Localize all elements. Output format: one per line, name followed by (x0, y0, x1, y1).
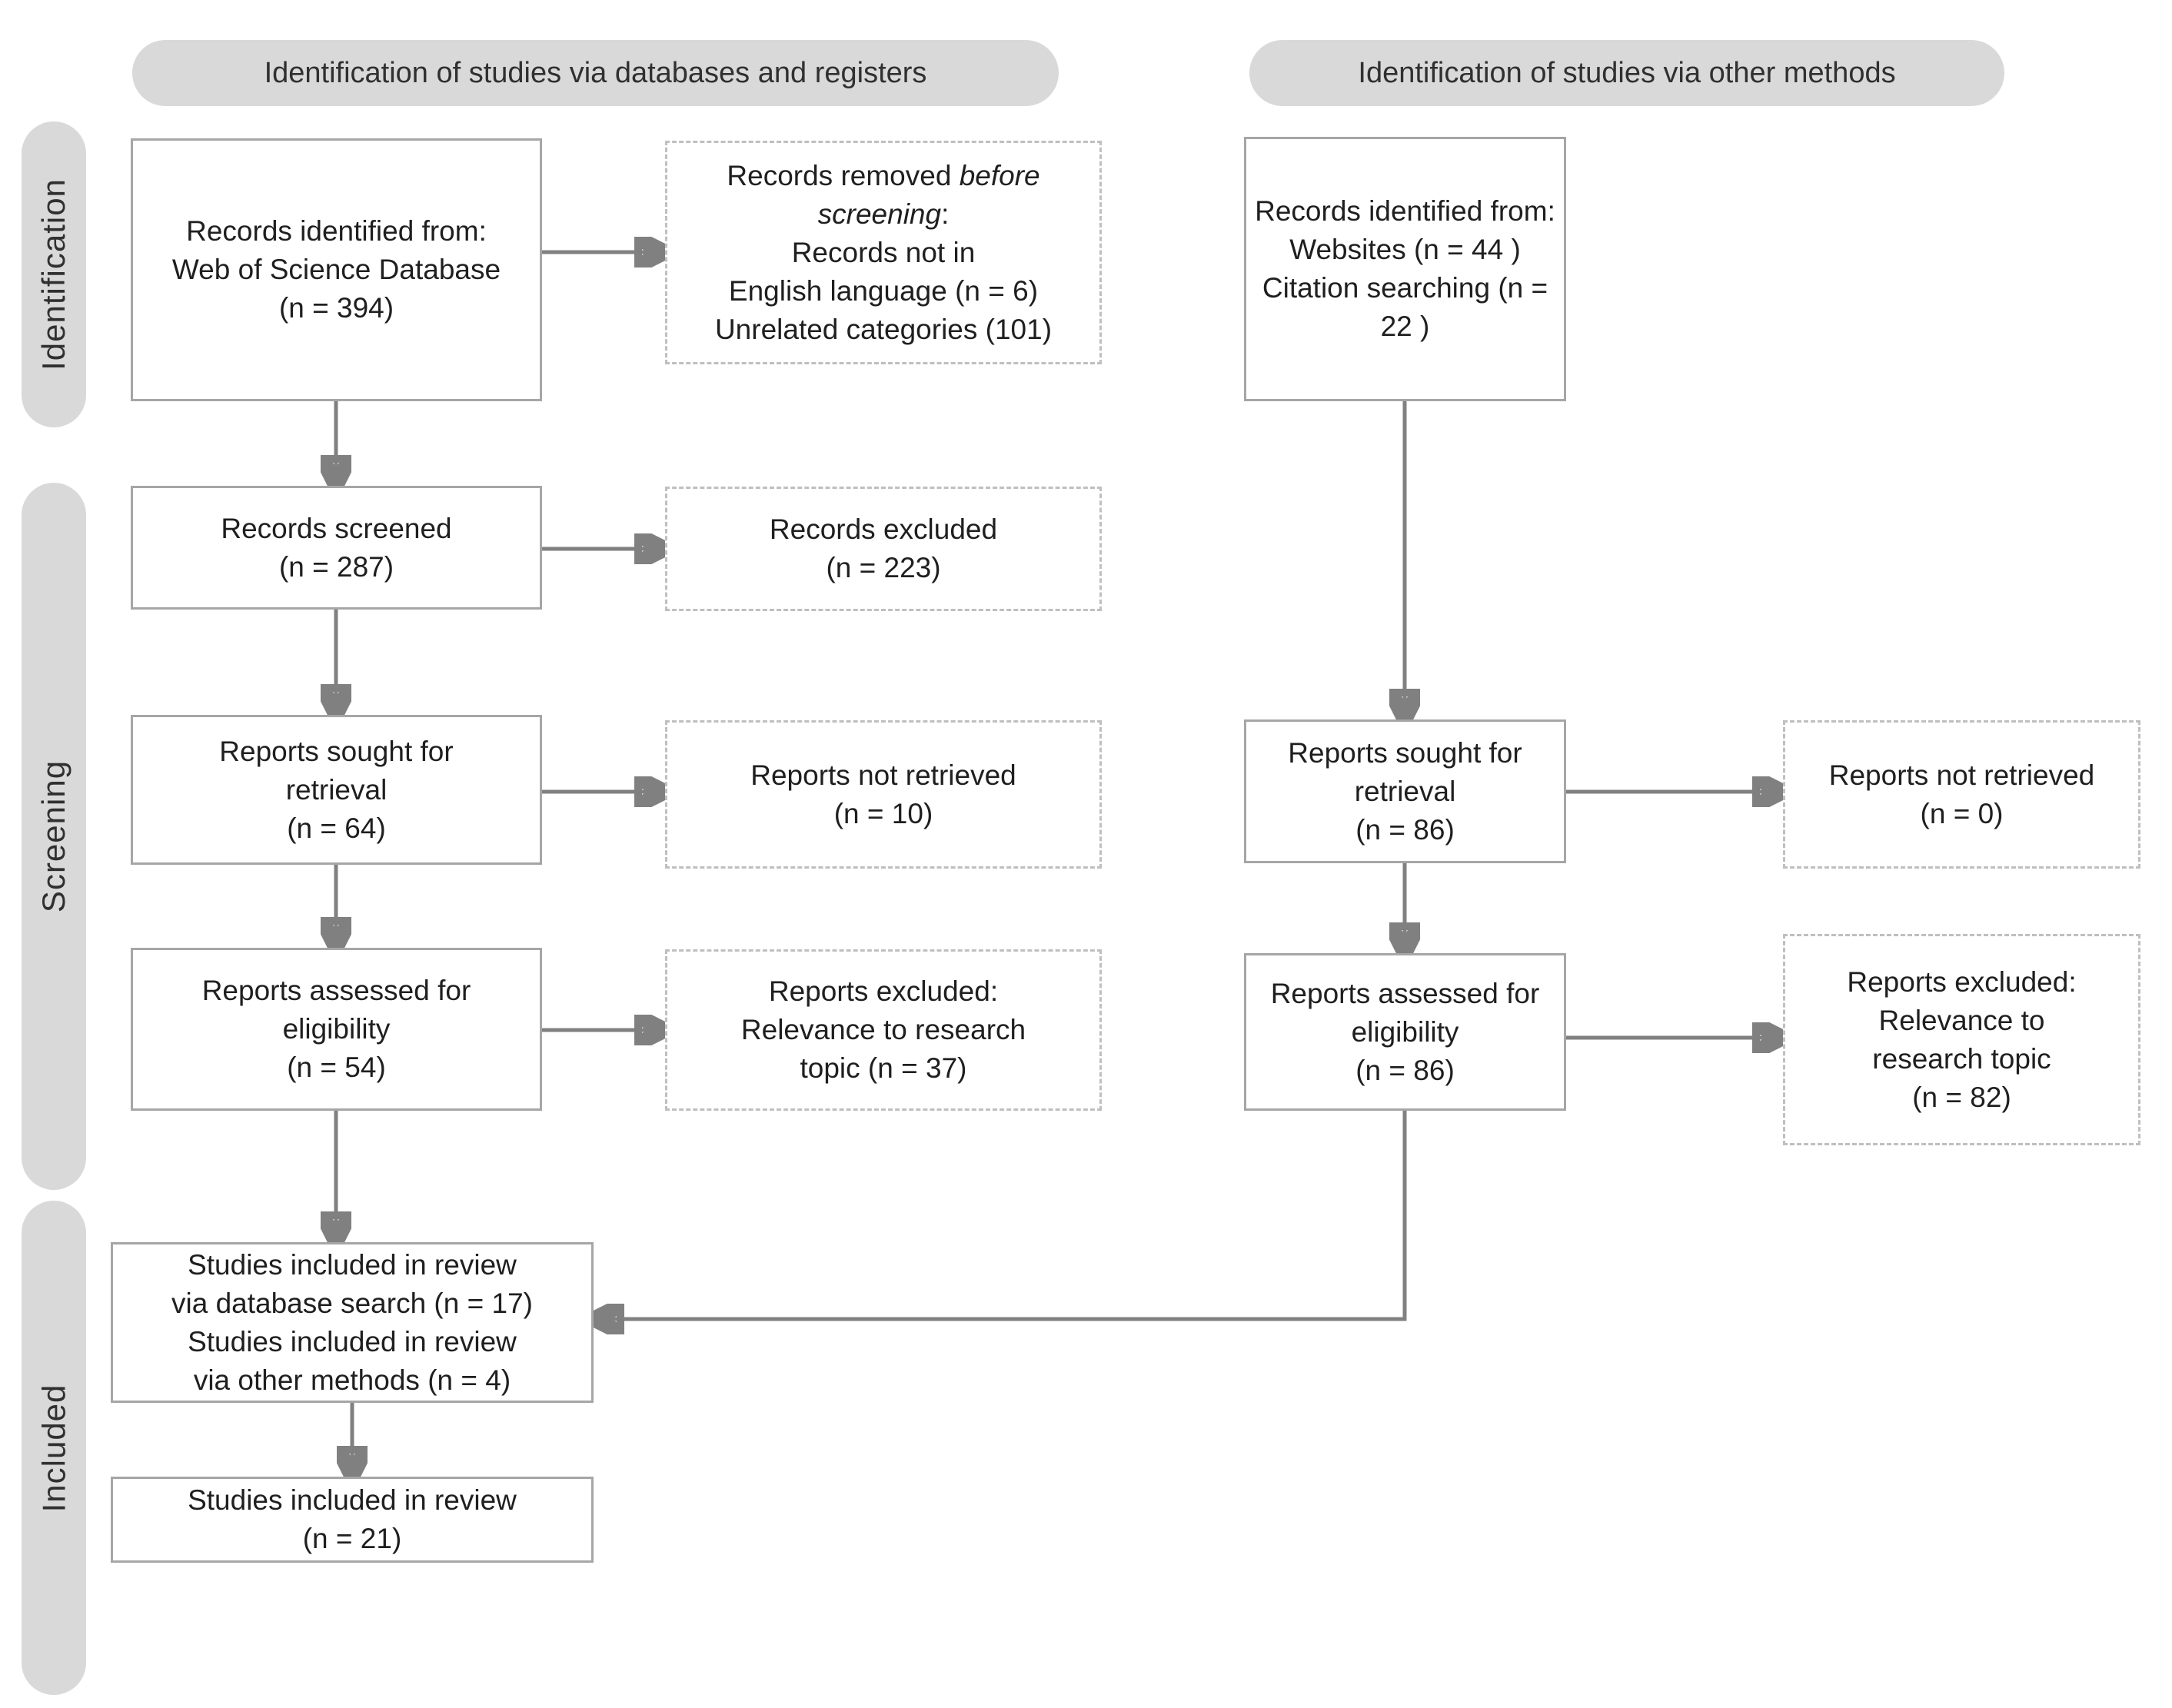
box-reports-sought-databases: Reports sought for retrieval (n = 64) (131, 715, 542, 865)
box-text-line: Records identified from: (186, 215, 487, 247)
text-segment: Records removed (727, 159, 960, 191)
box-reports-sought-other: Reports sought for retrieval (n = 86) (1244, 719, 1566, 863)
box-text-line: retrieval (285, 773, 388, 806)
box-reports-not-retrieved-databases: Reports not retrieved (n = 10) (665, 720, 1102, 869)
box-records-removed-before-screening: Records removed before screening: Record… (665, 141, 1102, 364)
box-text-line: eligibility (282, 1013, 391, 1045)
box-text-line: Reports not retrieved (1828, 759, 2095, 791)
box-records-excluded: Records excluded (n = 223) (665, 487, 1102, 611)
header-pill-databases: Identification of studies via databases … (132, 40, 1059, 106)
box-records-screened: Records screened (n = 287) (131, 486, 542, 610)
stage-label-identification: Identification (22, 121, 86, 427)
box-text-line: (n = 54) (287, 1052, 386, 1083)
box-reports-assessed-databases: Reports assessed for eligibility (n = 54… (131, 948, 542, 1111)
box-text-line: (n = 82) (1912, 1081, 2011, 1113)
stage-label-included-text: Included (35, 1384, 72, 1512)
text-segment-italic: before screening (817, 159, 1040, 230)
box-text-line: via database search (n = 17) (171, 1287, 533, 1319)
box-text-line: (n = 86) (1355, 1054, 1455, 1086)
box-text-line: Records removed before screening: (675, 157, 1092, 234)
box-text-line: Relevance to research (740, 1014, 1026, 1045)
box-text-line: Records screened (221, 512, 452, 544)
box-reports-not-retrieved-other: Reports not retrieved (n = 0) (1783, 720, 2140, 869)
box-text-line: (n = 21) (302, 1523, 402, 1554)
box-text-line: Relevance to (1878, 1004, 2045, 1036)
box-text-line: Reports excluded: (768, 975, 999, 1007)
box-text-line: (n = 0) (1920, 797, 2004, 829)
box-records-identified-databases: Records identified from: Web of Science … (131, 138, 542, 401)
box-text-line: (n = 10) (833, 797, 933, 829)
box-text-line: retrieval (1354, 775, 1456, 807)
stage-label-screening: Screening (22, 483, 86, 1190)
box-text-line: eligibility (1351, 1015, 1459, 1048)
header-pill-other-methods: Identification of studies via other meth… (1249, 40, 2004, 106)
box-studies-included-combined: Studies included in review via database … (111, 1242, 594, 1403)
box-text-line: Records identified from: (1255, 195, 1555, 227)
box-text-line: English language (n = 6) (728, 274, 1039, 307)
box-text-line: (n = 223) (826, 552, 941, 583)
box-text-line: Studies included in review (188, 1325, 517, 1357)
box-text-line: Reports excluded: (1847, 965, 2077, 998)
box-text-line: Reports assessed for (201, 975, 471, 1006)
box-text-line: Records excluded (769, 513, 998, 545)
box-text-line: Unrelated categories (101) (714, 313, 1053, 345)
box-text-line: (n = 64) (287, 812, 386, 844)
box-text-line: research topic (1872, 1042, 2051, 1075)
box-text-line: Reports sought for (219, 735, 454, 767)
box-text-line: (n = 394) (278, 292, 394, 324)
box-text-line: Studies included in review (188, 1484, 517, 1516)
box-text-line: Citation searching (n = 22 ) (1262, 272, 1548, 342)
box-reports-excluded-other: Reports excluded: Relevance to research … (1783, 934, 2140, 1145)
box-text-line: (n = 287) (278, 550, 394, 583)
stage-label-identification-text: Identification (35, 178, 72, 371)
box-text-line: via other methods (n = 4) (193, 1364, 511, 1396)
box-text-line: (n = 86) (1355, 813, 1455, 846)
box-records-identified-other: Records identified from: Websites (n = 4… (1244, 137, 1566, 401)
box-text-line: Reports sought for (1288, 736, 1522, 769)
box-reports-assessed-other: Reports assessed for eligibility (n = 86… (1244, 953, 1566, 1111)
box-text-line: Studies included in review (188, 1248, 517, 1281)
box-text-line: topic (n = 37) (800, 1052, 967, 1084)
box-text-line: Reports not retrieved (750, 759, 1016, 791)
box-text-line: Reports assessed for (1270, 977, 1540, 1009)
box-text-line: Records not in (791, 236, 976, 268)
text-segment: : (941, 198, 950, 230)
box-text-line: Websites (n = 44 ) (1289, 234, 1521, 265)
box-reports-excluded-databases: Reports excluded: Relevance to research … (665, 949, 1102, 1111)
box-studies-included-total: Studies included in review (n = 21) (111, 1477, 594, 1563)
box-text-line: Web of Science Database (171, 254, 501, 285)
stage-label-included: Included (22, 1201, 86, 1695)
arrow-other-assessed-to-combined (606, 1111, 1407, 1319)
stage-label-screening-text: Screening (35, 759, 72, 913)
